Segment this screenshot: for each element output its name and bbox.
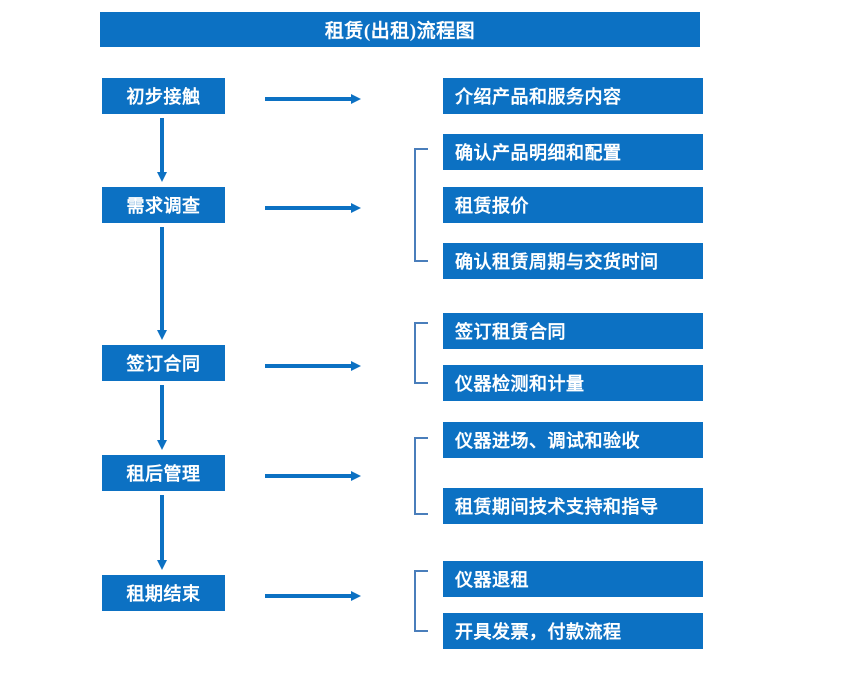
group-bracket (414, 570, 428, 632)
detail-box: 仪器退租 (443, 561, 703, 597)
stage-box: 初步接触 (102, 78, 225, 114)
detail-box: 仪器进场、调试和验收 (443, 422, 703, 458)
arrow-right-icon (265, 91, 361, 104)
arrow-right-icon (265, 200, 361, 213)
arrow-right-icon (265, 588, 361, 601)
arrow-right-icon (265, 468, 361, 481)
group-bracket (414, 322, 428, 384)
arrow-down-icon (157, 495, 167, 570)
arrow-right-icon (265, 358, 361, 371)
group-bracket (414, 148, 428, 262)
arrow-down-icon (157, 118, 167, 182)
detail-box: 租赁报价 (443, 187, 703, 223)
detail-box: 确认租赁周期与交货时间 (443, 243, 703, 279)
detail-box: 确认产品明细和配置 (443, 134, 703, 170)
arrow-down-icon (157, 385, 167, 450)
detail-box: 仪器检测和计量 (443, 365, 703, 401)
group-bracket (414, 437, 428, 515)
stage-box: 租期结束 (102, 575, 225, 611)
detail-box: 开具发票，付款流程 (443, 613, 703, 649)
arrow-down-icon (157, 227, 167, 340)
page-title: 租赁(出租)流程图 (100, 12, 700, 47)
stage-box: 租后管理 (102, 455, 225, 491)
detail-box: 租赁期间技术支持和指导 (443, 488, 703, 524)
detail-box: 签订租赁合同 (443, 313, 703, 349)
stage-box: 签订合同 (102, 345, 225, 381)
stage-box: 需求调查 (102, 187, 225, 223)
detail-box: 介绍产品和服务内容 (443, 78, 703, 114)
